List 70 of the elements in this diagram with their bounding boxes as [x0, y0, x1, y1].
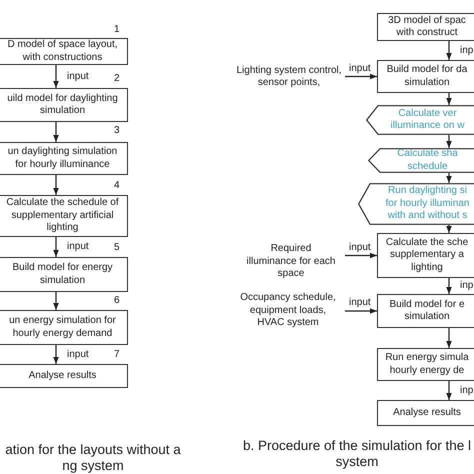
node-text: Calculate the schedule of supplementary artificial lighting	[5, 197, 120, 235]
arrow	[446, 135, 452, 148]
node-text: Build model for da simulation	[386, 64, 468, 89]
node-text: Occupancy schedule, equipment loads, HVAC system	[239, 292, 337, 330]
edge-label: input	[67, 350, 89, 360]
arrow	[446, 225, 452, 233]
arrow	[345, 252, 377, 258]
hexagon-box	[358, 183, 474, 225]
node-text: Build model for energy simulation	[11, 262, 114, 287]
process-box	[0, 310, 128, 345]
arrow	[53, 292, 59, 310]
process-box	[377, 13, 474, 41]
node-text: Run energy simula hourly energy de	[384, 352, 470, 377]
step-number: 5	[114, 242, 120, 253]
edge-label: inp	[460, 386, 474, 396]
arrow	[446, 381, 452, 400]
edge-label: input	[67, 242, 89, 252]
node-text: un energy simulation for hourly energy demand	[8, 315, 117, 340]
process-box	[377, 400, 474, 426]
figure-caption: b. Procedure of the simulation for the l system	[242, 438, 472, 470]
node-text: Analyse results	[28, 370, 96, 382]
edge-label: inp	[460, 46, 474, 56]
node-text: Calculate ver illuminance on w	[390, 108, 464, 131]
process-box	[377, 233, 474, 278]
arrow	[53, 65, 59, 88]
step-number: 6	[114, 295, 120, 306]
process-box	[377, 294, 474, 328]
step-number: 4	[114, 180, 120, 191]
step-number: 1	[114, 24, 120, 35]
arrow	[446, 93, 452, 105]
step-number: 7	[114, 349, 120, 360]
process-box	[377, 348, 474, 381]
node-text: Lighting system control, sensor points,	[236, 64, 342, 90]
edge-label: input	[349, 64, 371, 74]
node-text: un daylighting simulation for hourly illuminance	[6, 146, 118, 171]
arrow	[53, 122, 59, 142]
figure-caption: ation for the layouts without a ng system	[4, 442, 182, 474]
process-box	[0, 142, 128, 175]
edge-label: input	[349, 242, 371, 252]
node-text: D model of space layout, with constructions	[6, 39, 119, 64]
node-text: Required illuminance for each space	[246, 243, 336, 281]
process-box	[0, 257, 128, 292]
arrow	[53, 175, 59, 195]
process-box	[0, 38, 128, 65]
arrow	[446, 41, 452, 60]
edge-label: input	[67, 72, 89, 82]
step-number: 3	[114, 125, 120, 136]
edge-label: inp	[460, 281, 474, 291]
step-number: 2	[114, 73, 120, 84]
hexagon-box	[366, 105, 474, 135]
process-box	[0, 364, 128, 388]
arrow	[446, 278, 452, 294]
arrow	[345, 74, 377, 80]
node-text: Build model for e simulation	[388, 298, 466, 324]
arrow	[53, 237, 59, 257]
hexagon-box	[368, 148, 474, 173]
arrow	[53, 345, 59, 364]
node-text: Calculate sha schedule	[397, 148, 458, 172]
process-box	[377, 60, 474, 93]
process-box	[0, 88, 128, 122]
node-text: Run daylighting si for hourly illuminan with and without s	[386, 185, 470, 222]
arrow	[446, 173, 452, 183]
node-text: Analyse results	[393, 406, 461, 420]
node-text: uild model for daylighting simulation	[6, 92, 119, 118]
node-text: Calculate the sche supplementary a lighting	[384, 236, 470, 274]
process-box	[0, 195, 128, 237]
node-text: 3D model of spac with construct	[387, 14, 467, 40]
arrow	[345, 308, 377, 314]
edge-label: input	[349, 298, 371, 308]
arrow	[446, 328, 452, 348]
